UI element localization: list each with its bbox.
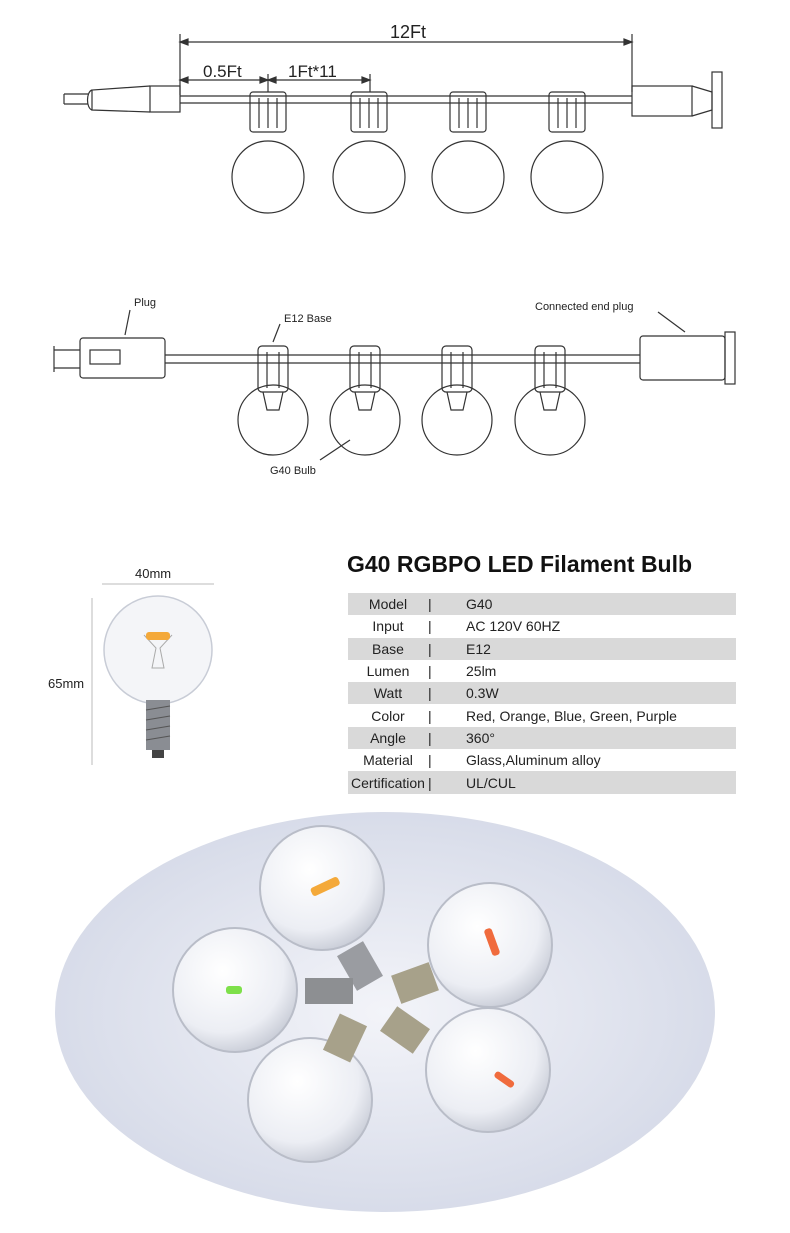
spec-row-certification: Certification | UL/CUL xyxy=(348,771,736,794)
spec-row-material: Material | Glass,Aluminum alloy xyxy=(348,749,736,771)
spec-value: G40 xyxy=(466,596,493,613)
spec-value: 0.3W xyxy=(466,685,499,702)
bulb-blue xyxy=(380,1006,551,1133)
spec-label: Base xyxy=(372,640,404,657)
spec-row-lumen: Lumen | 25lm xyxy=(348,660,736,682)
spec-separator: | xyxy=(428,752,432,769)
spec-label: Color xyxy=(371,707,405,724)
dimension-diagram: 12Ft 0.5Ft 1Ft*11 xyxy=(63,22,723,214)
bulb-green xyxy=(172,927,353,1053)
e12-base-label: E12 Base xyxy=(284,313,332,325)
photo-backdrop xyxy=(55,812,715,1212)
spec-separator: | xyxy=(428,640,432,657)
spec-separator: | xyxy=(428,774,432,791)
bulb-glass xyxy=(103,595,213,705)
height-dimension-label: 65mm xyxy=(48,676,85,691)
spec-separator: | xyxy=(428,618,432,635)
spec-separator: | xyxy=(428,729,432,746)
spec-row-angle: Angle | 360° xyxy=(348,726,736,750)
spec-label: Lumen xyxy=(366,663,410,680)
spec-label: Certification xyxy=(351,774,425,791)
bulb-red xyxy=(391,882,553,1008)
spec-row-color: Color | Red, Orange, Blue, Green, Purple xyxy=(348,704,736,726)
plug-label: Plug xyxy=(134,297,156,309)
g40-bulb-label: G40 Bulb xyxy=(270,465,316,477)
spec-row-watt: Watt | 0.3W xyxy=(348,682,736,705)
spec-label: Material xyxy=(363,752,413,769)
product-title: G40 RGBPO LED Filament Bulb xyxy=(347,551,693,577)
spec-value: UL/CUL xyxy=(466,774,516,791)
spec-separator: | xyxy=(428,596,432,613)
spec-row-model: Model | G40 xyxy=(348,593,736,616)
spec-value: E12 xyxy=(466,640,491,657)
spec-label: Watt xyxy=(373,685,403,702)
spec-value: Red, Orange, Blue, Green, Purple xyxy=(466,707,677,724)
filament xyxy=(146,632,170,640)
spec-table: Model | G40 Input | AC 120V 60HZ Base | … xyxy=(348,593,736,794)
lead-length-label: 0.5Ft xyxy=(203,62,242,81)
spec-separator: | xyxy=(428,663,432,680)
spacing-label: 1Ft*11 xyxy=(288,62,337,81)
spec-label: Model xyxy=(368,596,408,613)
end-plug-label: Connected end plug xyxy=(535,301,633,313)
spec-row-base: Base | E12 xyxy=(348,637,736,660)
bulb-orange xyxy=(259,825,385,991)
product-photo xyxy=(55,812,715,1212)
spec-label: Input xyxy=(372,618,404,635)
bulb-purple xyxy=(247,1013,373,1163)
spec-value: 360° xyxy=(466,729,495,746)
spec-separator: | xyxy=(428,707,432,724)
spec-value: 25lm xyxy=(466,663,497,680)
spec-value: Glass,Aluminum alloy xyxy=(466,752,601,769)
total-length-label: 12Ft xyxy=(390,22,426,42)
component-diagram: Plug E12 Base Connected end plug G40 Bul… xyxy=(53,297,736,477)
width-dimension-label: 40mm xyxy=(135,566,172,581)
spec-label: Angle xyxy=(370,729,406,746)
spec-row-input: Input | AC 120V 60HZ xyxy=(348,615,736,637)
spec-separator: | xyxy=(428,685,432,702)
spec-value: AC 120V 60HZ xyxy=(466,618,561,635)
bulb-dimension-figure xyxy=(91,583,214,765)
